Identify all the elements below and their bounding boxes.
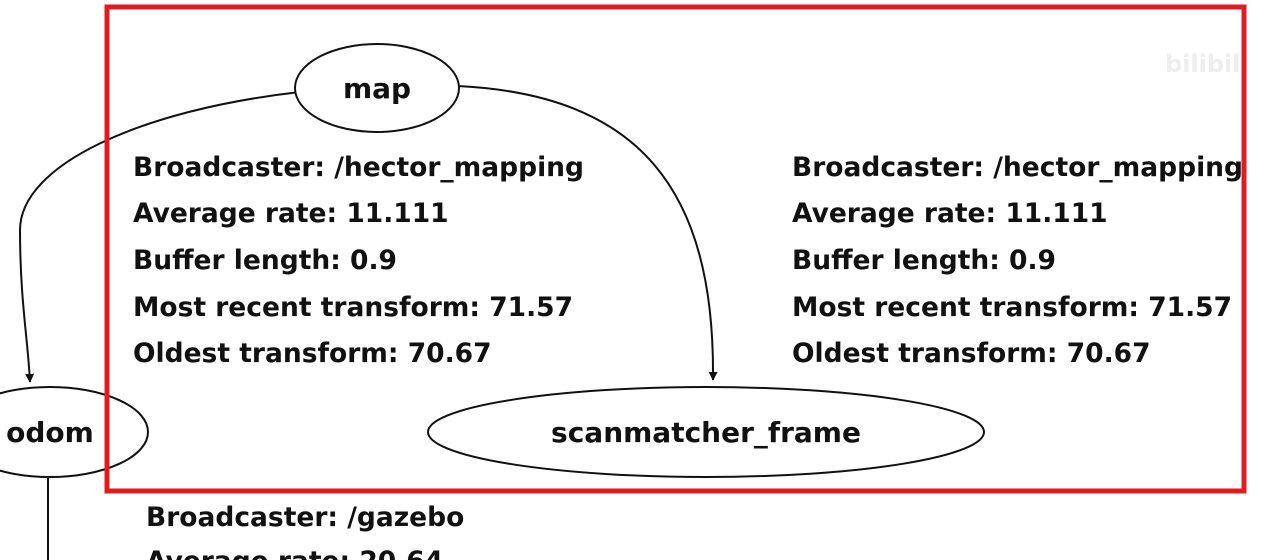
buffer-length-text: Buffer length: 0.9 xyxy=(133,245,397,276)
average-rate-text: Average rate: 11.111 xyxy=(792,198,1108,229)
oldest-transform-text: Oldest transform: 70.67 xyxy=(792,338,1151,369)
node-odom[interactable]: odom xyxy=(0,386,149,478)
node-map[interactable]: map xyxy=(294,43,460,133)
buffer-length-text: Buffer length: 0.9 xyxy=(792,245,1056,276)
edge-label-map-to-scanmatcher: Broadcaster: /hector_mapping Average rat… xyxy=(792,152,1243,369)
most-recent-transform-text: Most recent transform: 71.57 xyxy=(133,292,573,323)
edge-label-odom-to-next: Broadcaster: /gazebo Average rate: 20.64 xyxy=(146,502,464,560)
node-scanmatcher-frame-label: scanmatcher_frame xyxy=(551,416,861,449)
edge-map-to-odom xyxy=(18,91,301,383)
average-rate-text: Average rate: 11.111 xyxy=(133,198,449,229)
oldest-transform-text: Oldest transform: 70.67 xyxy=(133,338,492,369)
node-odom-label: odom xyxy=(6,416,94,449)
broadcaster-text: Broadcaster: /gazebo xyxy=(146,502,464,533)
bilibili-watermark: bilibili xyxy=(1165,50,1249,78)
broadcaster-text: Broadcaster: /hector_mapping xyxy=(792,152,1243,183)
edge-label-map-to-odom: Broadcaster: /hector_mapping Average rat… xyxy=(133,152,584,369)
edge-map-to-scanmatcher xyxy=(457,85,718,381)
node-scanmatcher-frame[interactable]: scanmatcher_frame xyxy=(427,386,985,478)
node-map-label: map xyxy=(343,72,411,105)
broadcaster-text: Broadcaster: /hector_mapping xyxy=(133,152,584,183)
most-recent-transform-text: Most recent transform: 71.57 xyxy=(792,292,1232,323)
highlight-box xyxy=(104,4,1247,494)
average-rate-text: Average rate: 20.64 xyxy=(146,546,443,560)
